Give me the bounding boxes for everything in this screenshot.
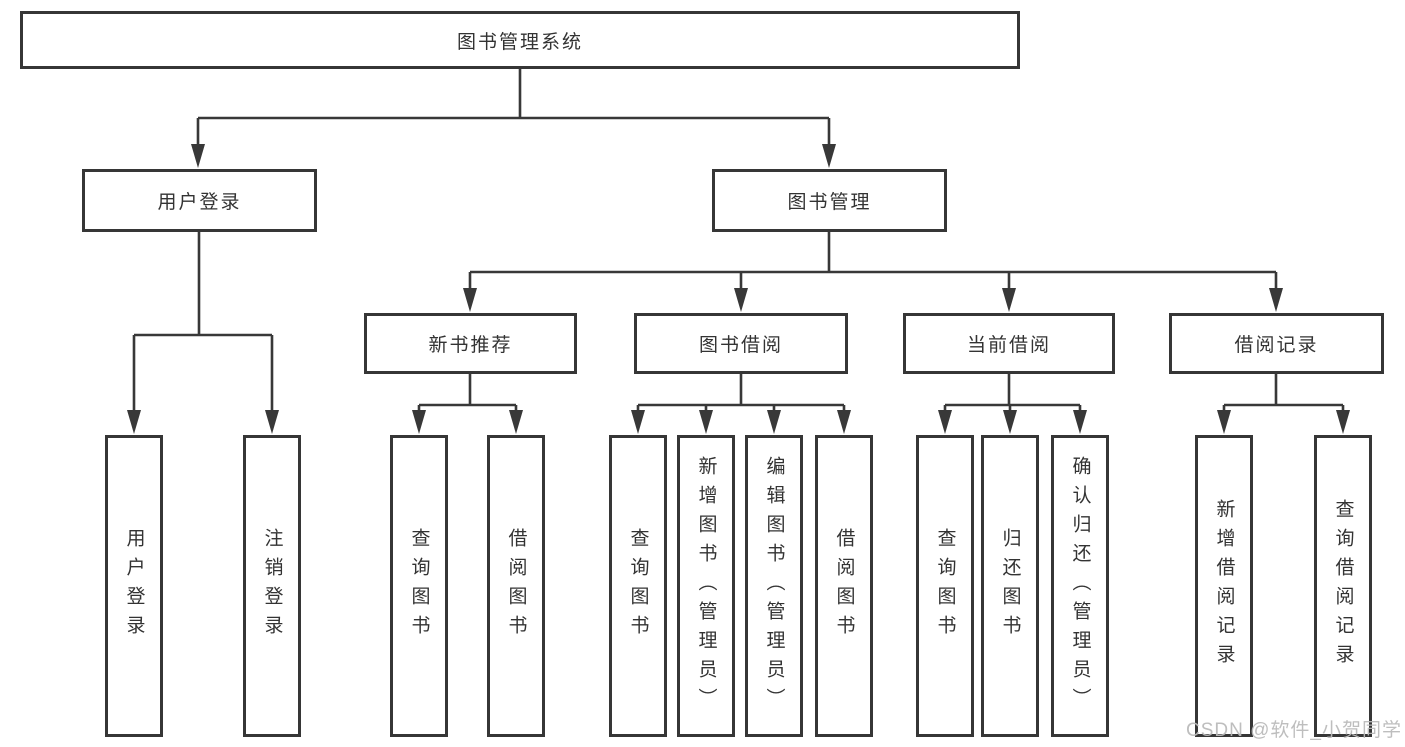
connector-new-book-recommend-to-leaves xyxy=(412,373,523,434)
arrow-down-icon xyxy=(1269,288,1283,312)
leaf-label: 查询图书 xyxy=(627,528,649,644)
node-borrow-record: 借阅记录 xyxy=(1169,313,1384,374)
connector-book-borrow-to-leaves xyxy=(631,373,851,434)
leaf-user-login: 用户登录 xyxy=(105,435,163,737)
node-new-book-recommend: 新书推荐 xyxy=(364,313,577,374)
leaf-label: 查询图书 xyxy=(934,528,956,644)
node-current-borrow: 当前借阅 xyxy=(903,313,1115,374)
connector-path xyxy=(636,373,846,412)
connector-book-management-to-sections xyxy=(463,232,1283,312)
leaf-confirm-return-admin: 确认归还（管理员） xyxy=(1051,435,1109,737)
arrow-down-icon xyxy=(509,410,523,434)
leaf-label: 查询图书 xyxy=(408,528,430,644)
arrow-down-icon xyxy=(699,410,713,434)
arrow-down-icon xyxy=(1002,288,1016,312)
leaf-label: 确认归还（管理员） xyxy=(1069,455,1091,717)
leaf-borrow-book: 借阅图书 xyxy=(487,435,545,737)
arrow-down-icon xyxy=(265,410,279,434)
arrow-down-icon xyxy=(191,144,205,168)
arrow-down-icon xyxy=(631,410,645,434)
leaf-label: 查询借阅记录 xyxy=(1332,499,1354,673)
connector-path xyxy=(196,69,831,146)
arrow-down-icon xyxy=(412,410,426,434)
leaf-label: 新增借阅记录 xyxy=(1213,499,1235,673)
node-book-management: 图书管理 xyxy=(712,169,947,232)
node-current-borrow-label: 当前借阅 xyxy=(966,335,1051,356)
arrow-down-icon xyxy=(1336,410,1350,434)
leaf-label: 借阅图书 xyxy=(833,528,855,644)
node-new-book-recommend-label: 新书推荐 xyxy=(428,335,513,356)
connector-path xyxy=(132,232,274,412)
leaf-add-book-admin: 新增图书（管理员） xyxy=(677,435,735,737)
leaf-label: 借阅图书 xyxy=(505,528,527,644)
node-book-management-label: 图书管理 xyxy=(787,192,872,213)
connector-borrow-record-to-leaves xyxy=(1217,373,1350,434)
node-user-login-label: 用户登录 xyxy=(157,192,242,213)
leaf-label: 注销登录 xyxy=(261,528,283,644)
connector-root-to-branches xyxy=(191,69,836,168)
connector-path xyxy=(417,373,518,412)
watermark: CSDN @软件_小贺同学 xyxy=(1186,720,1402,741)
node-root-label: 图书管理系统 xyxy=(456,31,583,53)
connector-path xyxy=(1222,373,1345,412)
node-user-login: 用户登录 xyxy=(82,169,317,232)
arrow-down-icon xyxy=(837,410,851,434)
arrow-down-icon xyxy=(463,288,477,312)
arrow-down-icon xyxy=(822,144,836,168)
leaf-return-book: 归还图书 xyxy=(981,435,1039,737)
leaf-label: 用户登录 xyxy=(123,528,145,644)
leaf-query-borrow-record: 查询借阅记录 xyxy=(1314,435,1372,737)
leaf-query-book: 查询图书 xyxy=(916,435,974,737)
leaf-borrow-book: 借阅图书 xyxy=(815,435,873,737)
connector-path xyxy=(943,373,1082,412)
leaf-label: 归还图书 xyxy=(999,528,1021,644)
node-book-borrow: 图书借阅 xyxy=(634,313,848,374)
arrow-down-icon xyxy=(1217,410,1231,434)
arrow-down-icon xyxy=(767,410,781,434)
leaf-add-borrow-record: 新增借阅记录 xyxy=(1195,435,1253,737)
node-root: 图书管理系统 xyxy=(20,11,1020,69)
arrow-down-icon xyxy=(938,410,952,434)
leaf-logout: 注销登录 xyxy=(243,435,301,737)
arrow-down-icon xyxy=(734,288,748,312)
leaf-label: 新增图书（管理员） xyxy=(695,455,717,717)
arrow-down-icon xyxy=(127,410,141,434)
leaf-query-book: 查询图书 xyxy=(609,435,667,737)
arrow-down-icon xyxy=(1073,410,1087,434)
node-borrow-record-label: 借阅记录 xyxy=(1234,335,1319,356)
arrow-down-icon xyxy=(1003,410,1017,434)
leaf-edit-book-admin: 编辑图书（管理员） xyxy=(745,435,803,737)
leaf-query-book: 查询图书 xyxy=(390,435,448,737)
connector-user-login-to-leaves xyxy=(127,232,279,434)
connector-current-borrow-to-leaves xyxy=(938,373,1087,434)
node-book-borrow-label: 图书借阅 xyxy=(698,335,783,356)
leaf-label: 编辑图书（管理员） xyxy=(763,455,785,717)
connector-path xyxy=(468,232,1278,290)
